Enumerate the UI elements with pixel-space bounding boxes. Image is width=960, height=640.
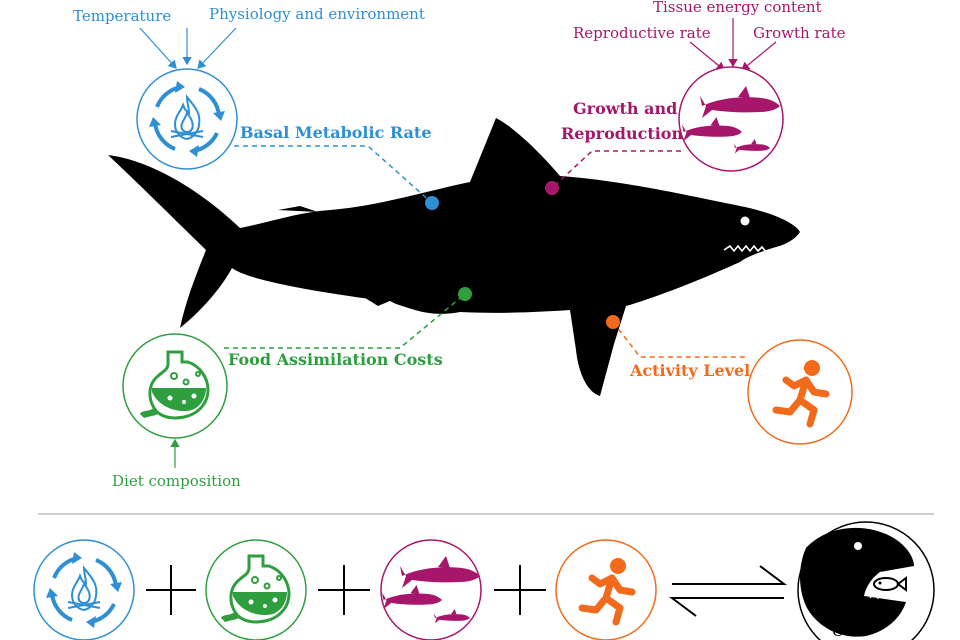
label-activity-level: Activity Level [630,361,751,380]
label-reproductive-rate: Reproductive rate [573,24,711,42]
label-diet-composition: Diet composition [112,472,241,490]
growth-dot [545,181,559,195]
plus-1 [146,565,196,615]
activity-group [606,315,853,445]
food-dot [458,287,472,301]
growth-circle [678,66,784,172]
label-consumption: C n [832,622,858,640]
equation-row [33,521,935,640]
shark-eye [740,216,750,226]
label-growth-rate: Growth rate [753,24,846,42]
label-reproduction: Reproduction [561,124,684,143]
plus-3 [494,565,546,615]
basal-metabolic-dot [425,196,439,210]
label-growth-and: Growth and [573,99,678,118]
label-physiology-environment: Physiology and environment [209,5,425,23]
label-food-assimilation-costs: Food Assimilation Costs [228,350,443,369]
growth-group [545,18,784,195]
plus-2 [318,565,370,615]
label-tissue-energy-content: Tissue energy content [653,0,822,16]
basal-metabolic-circle [136,68,238,170]
shark-silhouette [108,118,800,396]
shark-eating-fish-icon [800,527,914,637]
basal-metabolic-group [136,27,439,210]
label-basal-metabolic-rate: Basal Metabolic Rate [240,123,432,142]
label-temperature: Temperature [73,7,172,25]
food-group [122,287,472,468]
equilibrium-arrows [669,565,787,617]
